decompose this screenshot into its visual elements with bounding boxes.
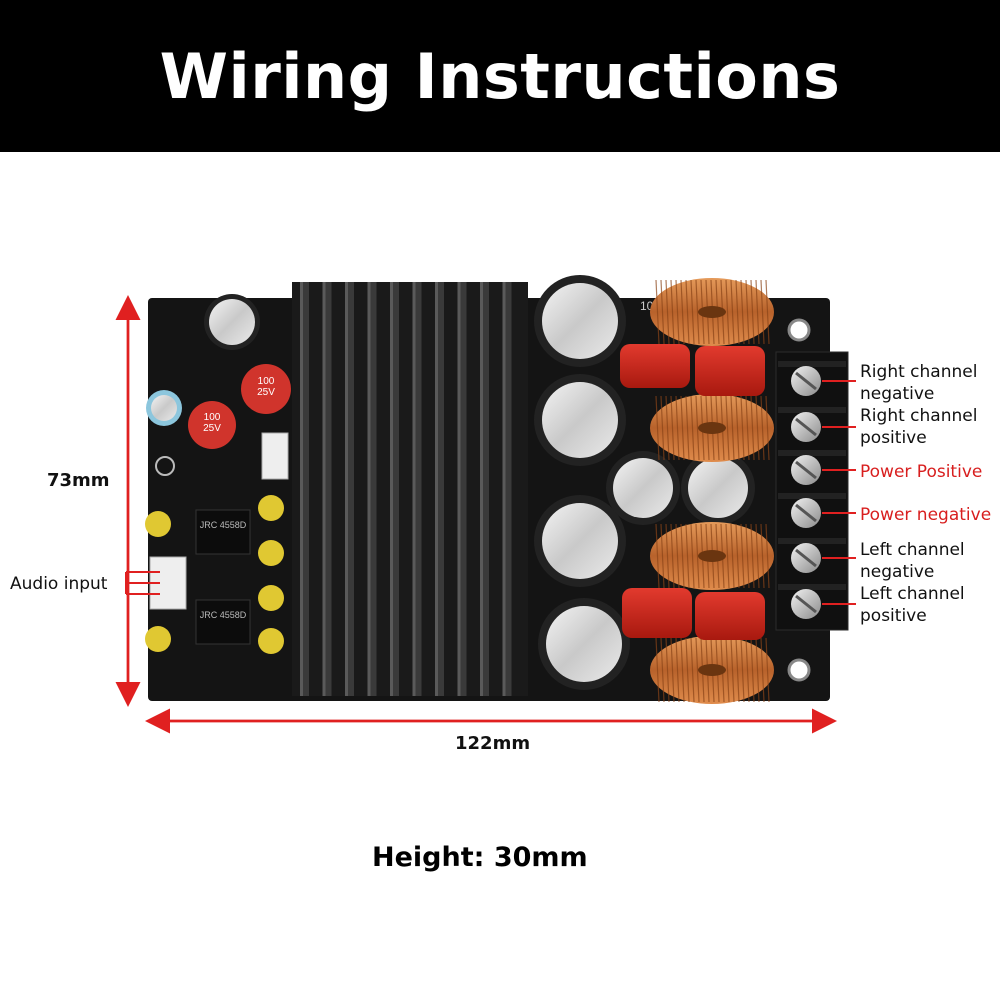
heatsink-fin [300, 282, 309, 696]
terminal-screw [778, 493, 846, 528]
width-dimension-label: 122mm [455, 733, 531, 754]
terminal-label-left-positive: Left channel positive [860, 583, 965, 627]
heatsink-fin [345, 282, 354, 696]
mount-hole [155, 456, 175, 476]
cap-marking: 100 [204, 412, 221, 423]
terminal-label-left-negative: Left channel negative [860, 539, 965, 583]
terminal-screw [778, 584, 846, 619]
cap-marking: 100 [258, 376, 275, 387]
large-capacitors: 1090 [534, 275, 755, 690]
mount-hole [787, 318, 811, 342]
heatsink-fin [412, 282, 422, 696]
toroid-coil [650, 278, 774, 346]
terminal-label-line: negative [860, 562, 935, 582]
terminal-label-line: Left channel [860, 584, 965, 604]
heatsink-fin [480, 282, 489, 696]
heatsink-fin [457, 282, 467, 696]
film-capacitors [620, 344, 765, 640]
toroid-inductors [650, 278, 774, 704]
terminal-label-line: positive [860, 428, 927, 448]
terminal-label-line: negative [860, 384, 935, 404]
heatsink-fin [322, 282, 332, 696]
power-connector [261, 432, 289, 480]
cap-marking: 25V [257, 387, 275, 398]
toroid-coil [650, 522, 774, 590]
heatsink-fin [367, 282, 377, 696]
terminal-screw [778, 450, 846, 485]
heatsink-fin [502, 282, 512, 696]
height-dimension-label: 73mm [47, 470, 110, 491]
chip-marking: JRC 4558D [200, 520, 247, 530]
terminal-screw [778, 407, 846, 442]
terminal-screw [778, 538, 846, 573]
terminal-label-line: Right channel [860, 362, 978, 382]
terminal-label-power-negative: Power negative [860, 504, 991, 526]
terminal-label-right-negative: Right channel negative [860, 361, 977, 405]
terminal-label-line: Power negative [860, 505, 992, 525]
terminal-label-line: Power Positive [860, 462, 983, 482]
toroid-coil [650, 636, 774, 704]
heatsink-fin [390, 282, 399, 696]
yellow-capacitors [145, 495, 284, 654]
terminal-block [775, 351, 849, 631]
height-note: Height: 30mm [372, 842, 588, 873]
title-bar: Wiring Instructions [0, 0, 1000, 152]
cap-marking: 25V [203, 423, 221, 434]
terminal-label-line: Right channel [860, 406, 978, 426]
small-capacitors: 100 25V 100 25V [146, 294, 291, 449]
heatsink-fin [435, 282, 444, 696]
chip-marking: JRC 4558D [200, 610, 247, 620]
terminal-screw [778, 361, 846, 396]
page-title: Wiring Instructions [159, 39, 841, 113]
terminal-label-line: Left channel [860, 540, 965, 560]
audio-input-label: Audio input [10, 574, 108, 594]
terminal-label-right-positive: Right channel positive [860, 405, 977, 449]
label-leaders [822, 380, 856, 605]
mount-hole [787, 658, 811, 682]
terminal-label-line: positive [860, 606, 927, 626]
toroid-coil [650, 394, 774, 462]
heatsink [292, 282, 528, 696]
opamp-chips: JRC 4558D JRC 4558D [195, 509, 251, 645]
audio-input-leader [125, 571, 160, 595]
terminal-label-power-positive: Power Positive [860, 461, 982, 483]
